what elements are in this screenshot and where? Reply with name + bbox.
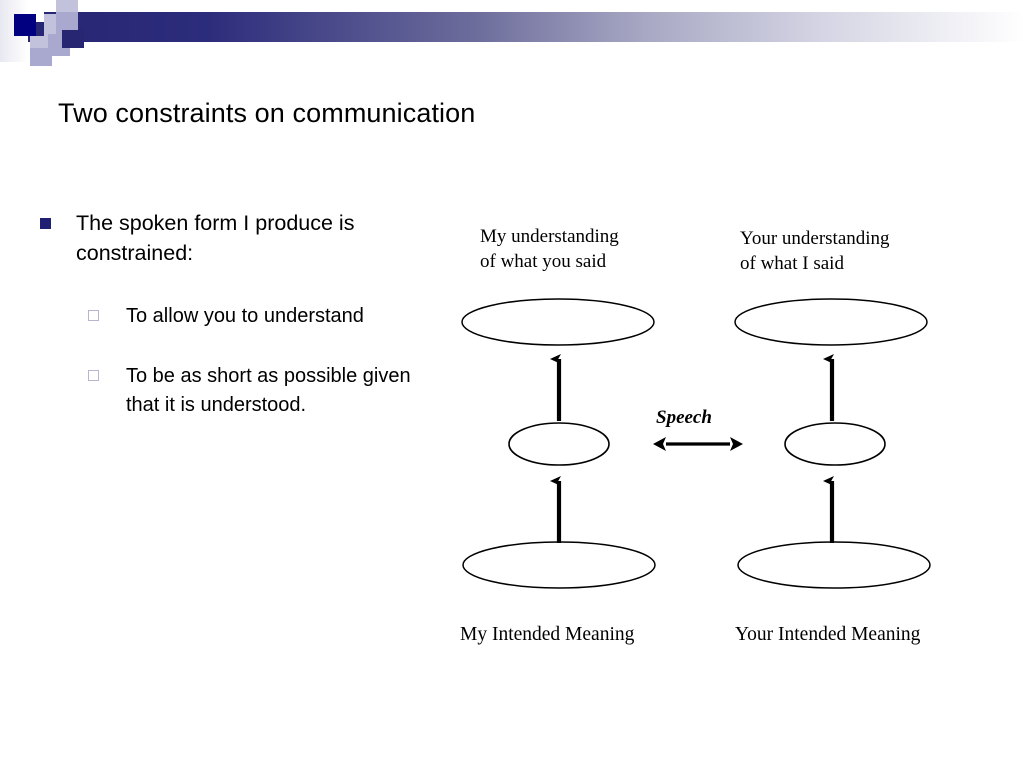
bullet-item-sub-2: To be as short as possible given that it… — [84, 362, 436, 420]
my-understanding-ellipse — [461, 298, 655, 346]
label-my-intended-meaning: My Intended Meaning — [460, 624, 635, 645]
my-intended-meaning-ellipse — [462, 541, 656, 589]
label-my-understanding-line1: My understanding — [480, 226, 619, 247]
label-your-understanding-line1: Your understanding — [740, 228, 890, 249]
label-your-intended-meaning: Your Intended Meaning — [735, 624, 921, 645]
bullet-text-sub-1: To allow you to understand — [126, 305, 364, 327]
your-understanding-ellipse — [734, 298, 928, 346]
label-speech: Speech — [656, 407, 712, 428]
bullet-item-primary: The spoken form I produce is constrained… — [36, 208, 436, 268]
mosaic-square-dark-main — [14, 14, 36, 36]
label-my-understanding-line2: of what you said — [480, 251, 607, 272]
hollow-square-bullet-icon — [88, 310, 99, 321]
label-your-understanding-line2: of what I said — [740, 253, 844, 274]
communication-diagram: My understanding of what you said Your u… — [440, 210, 1010, 660]
bullet-list: The spoken form I produce is constrained… — [36, 208, 436, 420]
bullet-text-sub-2: To be as short as possible given that it… — [126, 365, 411, 416]
your-speech-ellipse — [784, 422, 886, 466]
bullet-item-sub-1: To allow you to understand — [84, 302, 436, 331]
my-speech-ellipse — [508, 422, 610, 466]
your-intended-meaning-ellipse — [737, 541, 931, 589]
mosaic-square-dark-2 — [62, 30, 84, 48]
bullet-text-primary: The spoken form I produce is constrained… — [76, 211, 355, 265]
hollow-square-bullet-icon — [88, 370, 99, 381]
page-title: Two constraints on communication — [58, 98, 476, 128]
filled-square-bullet-icon — [40, 218, 51, 229]
mosaic-square-mid-5 — [30, 48, 52, 66]
label-my-understanding: My understanding of what you said — [480, 224, 619, 274]
label-your-understanding: Your understanding of what I said — [740, 226, 890, 276]
mosaic-square-light-3 — [56, 0, 78, 14]
header-gradient-bar — [28, 12, 1024, 42]
header-decoration — [0, 0, 1024, 66]
diagram-canvas — [461, 298, 931, 589]
